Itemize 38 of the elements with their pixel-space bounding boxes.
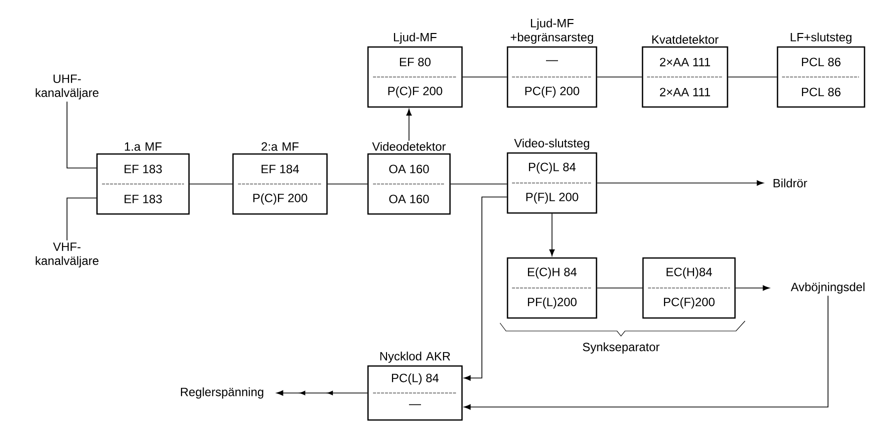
tube-box: Video-slutsteg P(C)L 84 P(F)L 200 (506, 138, 598, 214)
connector (464, 295, 828, 410)
group-label: Synkseparator (582, 342, 660, 354)
tube-box: Nycklod AKR PC(L) 84 — (367, 352, 463, 421)
connector (596, 76, 642, 78)
connector (464, 196, 508, 381)
tube-box: Kvatdetektor 2×AA 111 2×AA 111 (642, 35, 728, 108)
connector (735, 285, 770, 291)
node-label: Nycklod AKR (380, 352, 450, 363)
tube-box: Ljud-MF EF 80 P(C)F 200 (367, 32, 463, 108)
node-label: Ljud-MF +begränsarsteg (510, 18, 594, 44)
tube-box: Videodetektor OA 160 OA 160 (367, 142, 451, 215)
connector (549, 213, 555, 256)
signal-label: UHF- kanalväljare (36, 74, 98, 100)
node-label: 2:a MF (262, 142, 299, 151)
signal-label: Reglerspänning (180, 387, 264, 399)
connector (728, 76, 778, 78)
signal-label: Avböjningsdel (790, 282, 864, 294)
tube-box: 2:a MF EF 184 P(C)F 200 (232, 142, 328, 215)
node-label: Ljud-MF (394, 32, 437, 44)
connector (406, 108, 412, 142)
tube-box: LF+slutsteg PCL 86 PCL 86 (776, 32, 866, 108)
node-label: LF+slutsteg (790, 32, 852, 44)
node-label: Videodetektor (372, 142, 446, 151)
node-label: Kvatdetektor (652, 34, 718, 44)
tube-box: 1.a MF EF 183 EF 183 (96, 142, 190, 215)
signal-label: VHF- kanalväljare (36, 242, 98, 268)
tube-box: EC(H)84 PC(F)200 (642, 257, 736, 319)
tube-box: Ljud-MF +begränsarsteg — PC(F) 200 (506, 18, 598, 108)
connector (462, 76, 508, 78)
tube-box: E(C)H 84 PF(L)200 (506, 257, 598, 319)
connector (276, 390, 368, 396)
node-label: Video-slutsteg (514, 138, 590, 150)
signal-label: Bildrör (774, 178, 808, 188)
connector (596, 180, 764, 186)
node-label: 1.a MF (124, 142, 162, 151)
connector (66, 198, 97, 241)
connector (66, 101, 97, 168)
